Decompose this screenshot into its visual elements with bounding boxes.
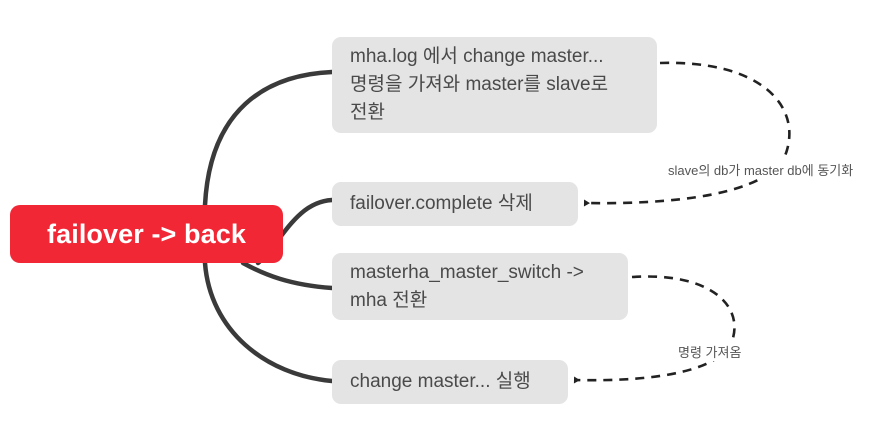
branch-to-node-1 bbox=[202, 69, 335, 208]
node-masterha-master-switch[interactable]: masterha_master_switch -> mha 전환 bbox=[332, 253, 628, 320]
node-label: change master... 실행 bbox=[350, 371, 531, 392]
node-label: masterha_master_switch -> mha 전환 bbox=[350, 261, 584, 311]
node-mha-log-change-master[interactable]: mha.log 에서 change master... 명령을 가져와 mast… bbox=[332, 37, 657, 133]
branch-to-node-4 bbox=[202, 260, 335, 384]
edge-label-sync: slave의 db가 master db에 동기화 bbox=[666, 160, 856, 179]
node-change-master-run[interactable]: change master... 실행 bbox=[332, 360, 568, 404]
edge-label-fetch: 명령 가져옴 bbox=[676, 342, 744, 361]
root-node[interactable]: failover -> back bbox=[10, 205, 283, 263]
branch-to-node-3 bbox=[240, 260, 335, 291]
root-node-label: failover -> back bbox=[47, 218, 246, 249]
node-failover-complete-delete[interactable]: failover.complete 삭제 bbox=[332, 182, 578, 226]
node-label: failover.complete 삭제 bbox=[350, 193, 533, 214]
node-label: mha.log 에서 change master... 명령을 가져와 mast… bbox=[350, 46, 609, 123]
